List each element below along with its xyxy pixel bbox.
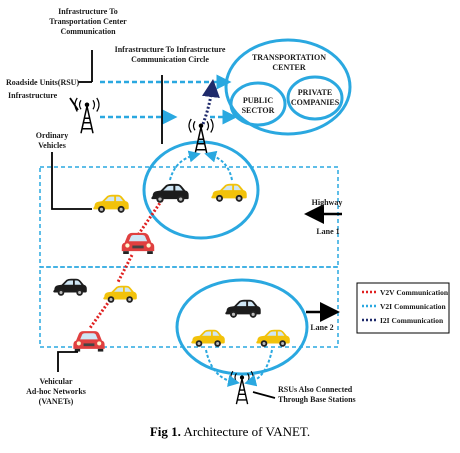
legend-v2v-label: V2V Communication	[380, 288, 449, 297]
lane-1-box	[39, 166, 339, 268]
car-black-lane2-right	[225, 299, 261, 318]
caption-prefix: Fig 1.	[150, 424, 181, 439]
lower-communication-circle	[175, 278, 309, 376]
legend-v2i-label: V2I Communication	[380, 302, 446, 311]
label-rsu: Roadside Units(RSU)	[6, 78, 79, 87]
label-infrastructure: Infrastructure	[8, 91, 58, 100]
label-rsu-bs-2: Through Base Stations	[278, 395, 356, 404]
v2v-link-2	[116, 254, 134, 283]
car-black-lane1	[151, 183, 189, 203]
label-ordinary-2: Vehicles	[38, 141, 66, 150]
label-infra-to-tc-2: Transportation Center	[49, 17, 127, 26]
label-highway: Highway	[312, 198, 343, 207]
v2v-link-1	[136, 199, 164, 236]
car-yellow-lane2-left	[103, 285, 137, 303]
v2i-arc-upper-right	[204, 150, 233, 181]
label-tc-1: TRANSPORTATION	[252, 53, 326, 62]
car-black-lane2-left	[53, 278, 87, 296]
label-ordinary-1: Ordinary	[36, 131, 68, 140]
label-public-2: SECTOR	[242, 106, 275, 115]
caption-text: Architecture of VANET.	[181, 424, 310, 439]
i2i-link	[201, 79, 220, 125]
label-vanet-2: Ad-hoc Networks	[26, 387, 86, 396]
pointer-infrastructure	[69, 97, 79, 111]
car-red-middle	[121, 232, 155, 254]
car-yellow-lane2-mid	[191, 329, 225, 347]
rsu-tower-middle-icon	[188, 118, 214, 156]
label-rsu-bs-1: RSUs Also Connected	[278, 385, 353, 394]
legend: V2V Communication V2I Communication I2I …	[356, 282, 450, 334]
base-station-tower-icon	[230, 370, 254, 405]
label-public-1: PUBLIC	[243, 96, 273, 105]
label-lane1: Lane 1	[316, 227, 339, 236]
label-infra-to-tc-3: Communication	[60, 27, 116, 36]
pointer-vanet	[57, 351, 78, 372]
label-infra-to-infra-1: Infrastructure To Infrastructure	[115, 45, 226, 54]
label-infra-to-tc-1: Infrastructure To	[58, 7, 118, 16]
car-yellow-lane1-left	[93, 194, 129, 213]
public-sector-ellipse	[229, 81, 287, 127]
label-infra-to-infra-2: Communication Circle	[131, 55, 209, 64]
v2v-link-3	[88, 299, 112, 329]
car-yellow-lane1-right	[211, 183, 247, 202]
rsu-tower-left-icon	[74, 97, 100, 135]
label-vanet-3: (VANETs)	[39, 397, 74, 406]
car-red-bottom	[73, 331, 105, 352]
v2i-arc-lower-left	[205, 349, 240, 387]
label-private-2: COMPANIES	[291, 98, 340, 107]
upper-communication-circle	[142, 140, 260, 240]
private-companies-ellipse	[286, 75, 344, 121]
label-private-1: PRIVATE	[298, 88, 332, 97]
legend-box	[356, 282, 450, 334]
pointer-ordinary	[51, 152, 92, 210]
label-tc-2: CENTER	[272, 63, 306, 72]
label-lane2: Lane 2	[310, 323, 333, 332]
label-vanet-1: Vehicular	[39, 377, 72, 386]
figure-caption: Fig 1. Architecture of VANET.	[150, 424, 310, 439]
legend-i2i-label: I2I Communication	[380, 316, 444, 325]
car-yellow-lane2-right	[256, 329, 290, 347]
pointer-rsu-bs	[252, 391, 276, 399]
